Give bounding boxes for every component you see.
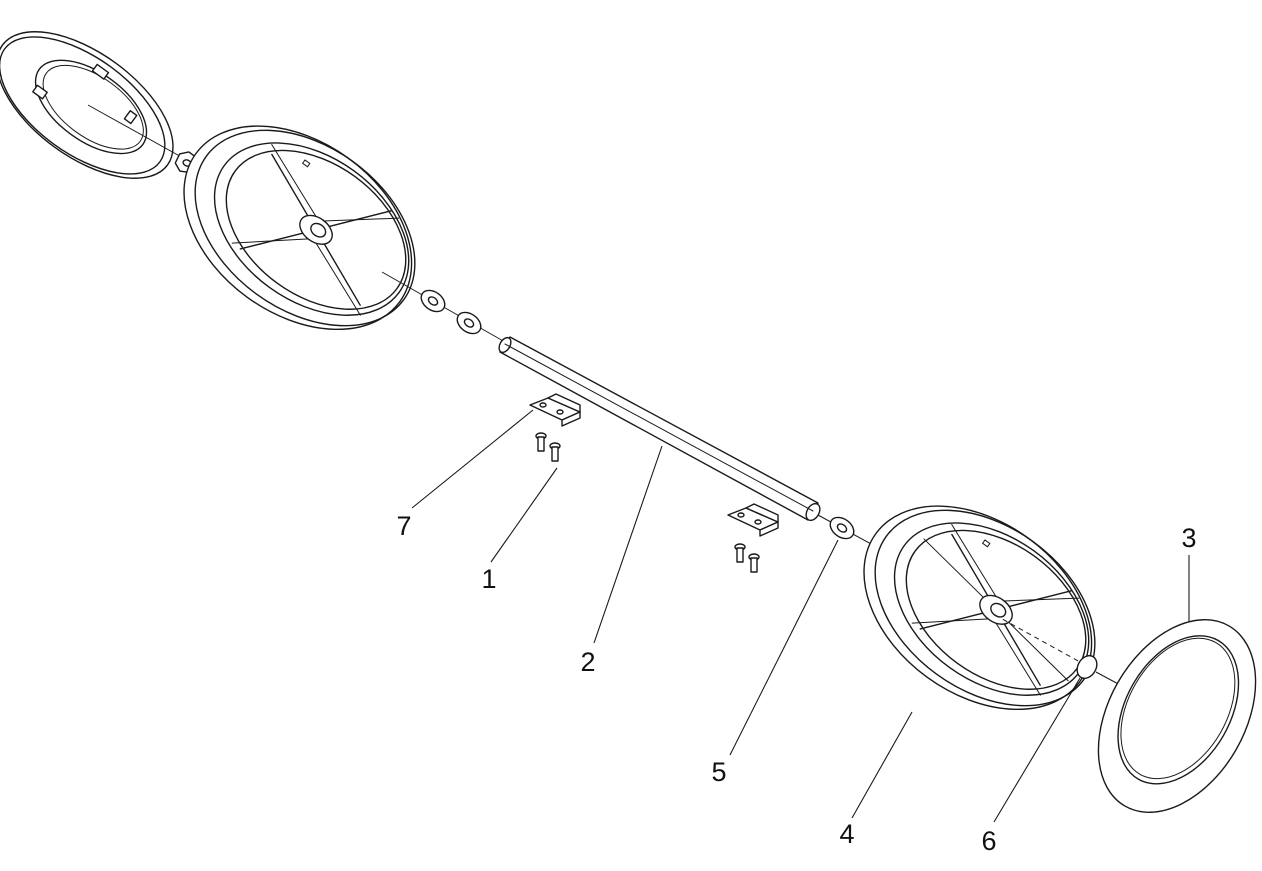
callout-5: 5 [711,757,726,787]
left-screws [535,432,561,462]
left-wheel [183,125,416,331]
axle [498,336,821,522]
right-axle-bracket [727,503,779,537]
leader-line-2 [593,445,663,644]
leader-line-4 [851,711,913,819]
callout-3: 3 [1181,523,1196,553]
axle-cap [1076,654,1098,680]
leader-line-6 [993,677,1081,823]
right-hub-cap [1097,619,1257,813]
callout-7: 7 [396,511,411,541]
right-washer-outer [829,516,855,540]
right-wheel [863,505,1096,711]
assembly-axis-dashed [994,614,1081,663]
callout-2: 2 [580,647,595,677]
left-hub-cap [0,31,174,179]
callout-1: 1 [481,564,496,594]
callout-4: 4 [839,819,854,849]
leader-line-5 [729,539,839,756]
callout-6: 6 [981,826,996,856]
left-washer-outer [420,289,446,313]
left-washer-inner [456,311,482,335]
right-screws [734,543,760,573]
left-axle-bracket [529,393,581,427]
leader-line-1 [490,467,558,563]
leader-line-7 [411,409,534,509]
